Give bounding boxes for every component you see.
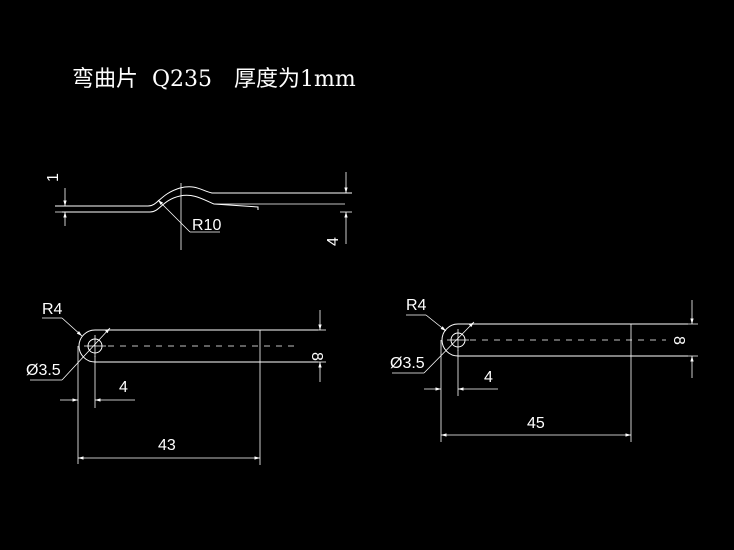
right-radius-label: R4 — [406, 297, 427, 314]
left-length-label: 43 — [158, 437, 176, 454]
strip-bottom-edge — [62, 194, 259, 213]
part-name: 弯曲片 — [72, 67, 138, 92]
left-r4-leader — [61, 317, 83, 337]
flat-pattern-right: R4 Ø3.5 8 4 45 — [390, 297, 698, 442]
left-radius-label: R4 — [42, 301, 63, 318]
left-hole-leader — [61, 327, 111, 381]
strip-top-edge — [55, 186, 352, 207]
material-label: Q235 — [152, 67, 212, 92]
right-offset-label: 4 — [484, 369, 493, 386]
thickness-dim-label: 1 — [45, 173, 62, 182]
right-r4-leader — [425, 314, 447, 332]
left-outline — [78, 329, 318, 363]
right-outline — [441, 323, 688, 357]
right-width-label: 8 — [670, 336, 687, 345]
left-offset-label: 4 — [119, 379, 128, 396]
thickness-label: 厚度为1mm — [234, 67, 356, 92]
height-dim-label: 4 — [325, 237, 342, 246]
side-view: R10 1 4 — [45, 172, 352, 250]
left-hole-label: Ø3.5 — [26, 362, 61, 379]
left-width-label: 8 — [308, 352, 325, 361]
radius-leader — [157, 199, 191, 233]
right-hole-leader — [423, 321, 475, 374]
radius-dim-label: R10 — [192, 217, 221, 234]
right-length-label: 45 — [527, 415, 545, 432]
flat-pattern-left: R4 Ø3.5 8 4 43 — [26, 301, 326, 465]
right-hole-label: Ø3.5 — [390, 355, 425, 372]
drawing-title: 弯曲片 Q235 厚度为1mm — [72, 67, 356, 92]
